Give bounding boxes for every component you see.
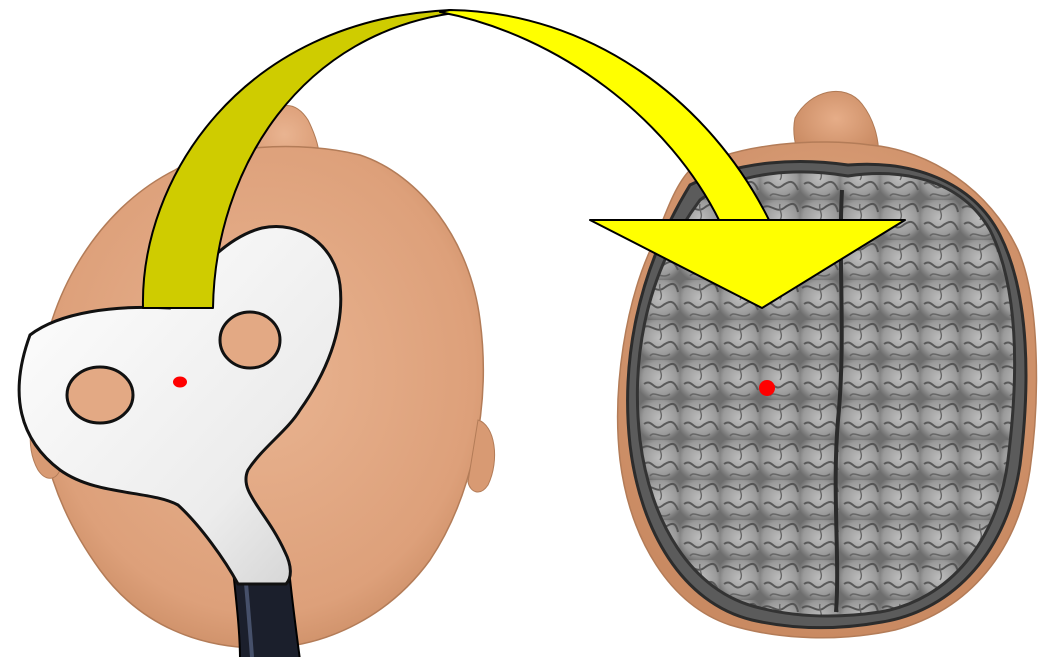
brain-target-dot	[759, 380, 775, 396]
arrow-shaft-right	[440, 10, 770, 222]
coil-hole-left	[67, 367, 133, 423]
coil-hole-right	[220, 312, 280, 368]
coil-target-dot	[173, 377, 187, 388]
right-head	[618, 91, 1037, 637]
